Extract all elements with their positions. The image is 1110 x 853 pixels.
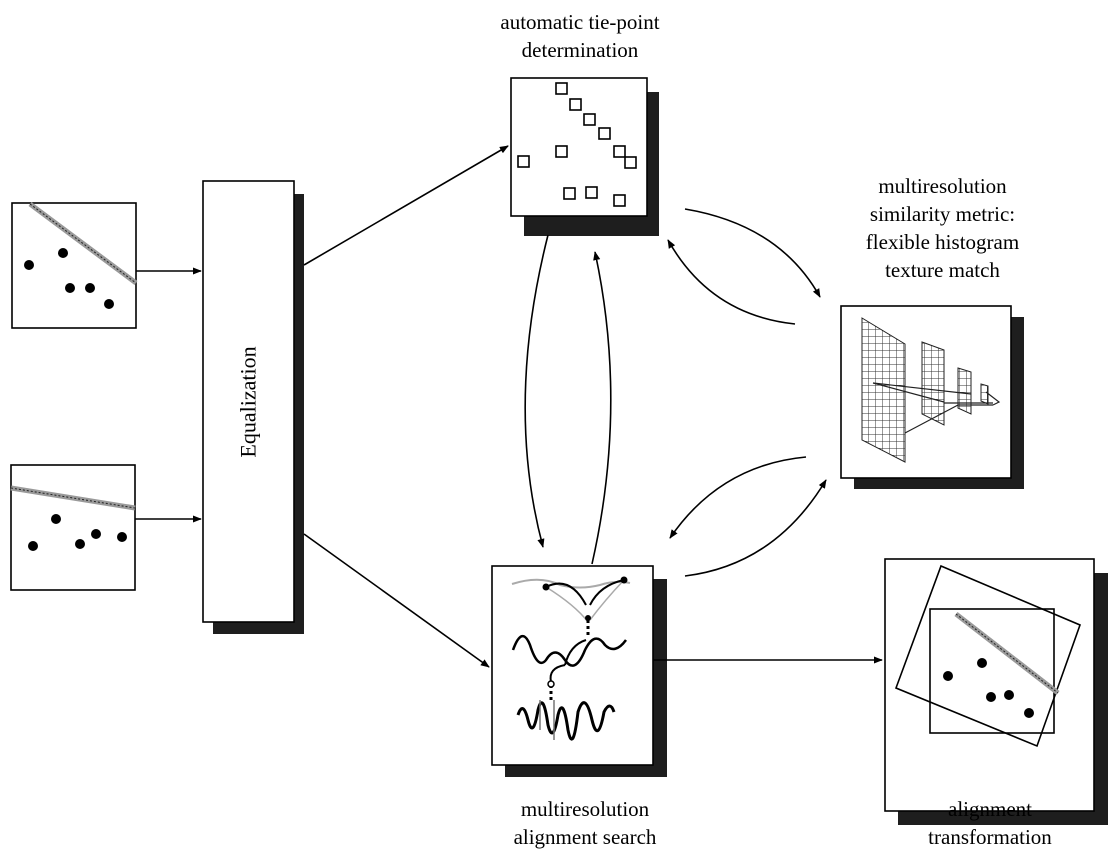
feature-dot — [51, 514, 61, 524]
similarity-panel — [840, 305, 1024, 489]
tiepoint-label: automatic tie-point determination — [460, 8, 700, 64]
tie-point-marker — [585, 186, 598, 199]
feature-dot — [1004, 690, 1014, 700]
feature-dot — [1024, 708, 1034, 718]
feature-dot — [943, 671, 953, 681]
similarity-label-line-3: flexible histogram — [865, 230, 1020, 254]
tie-point-marker — [613, 145, 626, 158]
arrow-equalization-to-tiepoint — [303, 145, 509, 266]
tie-point-marker — [555, 145, 568, 158]
search-label: multiresolution alignment search — [470, 795, 700, 851]
arrow-equalization-to-search — [303, 533, 490, 668]
arrow-search-to-similarity — [684, 479, 827, 577]
feature-dot — [977, 658, 987, 668]
feature-dot — [58, 248, 68, 258]
input-image-1 — [11, 201, 138, 329]
tie-point-marker — [563, 187, 576, 200]
arrow-tiepoint-to-search — [524, 234, 549, 548]
transform-label: alignment transformation — [880, 795, 1100, 851]
feature-dot — [104, 299, 114, 309]
equalization-text: Equalization — [235, 345, 261, 458]
similarity-label-line-2: similarity metric: — [869, 202, 1016, 226]
transform-label-line-2: transformation — [928, 825, 1052, 849]
feature-dot — [986, 692, 996, 702]
feature-dot — [117, 532, 127, 542]
tie-point-marker — [598, 127, 611, 140]
feature-dot — [28, 541, 38, 551]
tiepoint-label-line-1: automatic tie-point — [500, 10, 660, 34]
feature-dot — [24, 260, 34, 270]
feature-dot — [85, 283, 95, 293]
similarity-label: multiresolution similarity metric: flexi… — [835, 172, 1050, 284]
tie-point-marker — [624, 156, 637, 169]
arrow-search-to-tiepoint — [591, 251, 612, 565]
arrow-similarity-to-search — [669, 456, 807, 539]
tiepoint-panel — [510, 77, 659, 236]
transform-panel — [884, 558, 1108, 825]
feature-dot — [65, 283, 75, 293]
transform-label-line-1: alignment — [948, 797, 1032, 821]
similarity-label-line-1: multiresolution — [878, 174, 1007, 198]
search-graphic — [511, 578, 631, 741]
equalization-block — [202, 180, 304, 634]
transformed-frame — [894, 564, 1082, 748]
similarity-label-line-4: texture match — [885, 258, 1000, 282]
tie-point-marker — [517, 155, 530, 168]
feature-dot — [75, 539, 85, 549]
reference-frame — [929, 608, 1055, 734]
input-image-2 — [10, 464, 136, 591]
tie-point-marker — [569, 98, 582, 111]
arrow-tiepoint-to-similarity — [684, 208, 821, 298]
pyramid-graphic — [861, 317, 1001, 463]
equalization-label: Equalization — [203, 181, 294, 622]
arrow-similarity-to-tiepoint — [667, 239, 796, 325]
tiepoint-label-line-2: determination — [521, 38, 639, 62]
tie-point-marker — [613, 194, 626, 207]
tie-point-marker — [583, 113, 596, 126]
flow-arrows — [135, 145, 883, 668]
tie-point-marker — [555, 82, 568, 95]
search-label-line-2: alignment search — [513, 825, 657, 849]
feature-dot — [91, 529, 101, 539]
search-panel — [491, 565, 667, 777]
search-label-line-1: multiresolution — [520, 797, 650, 821]
